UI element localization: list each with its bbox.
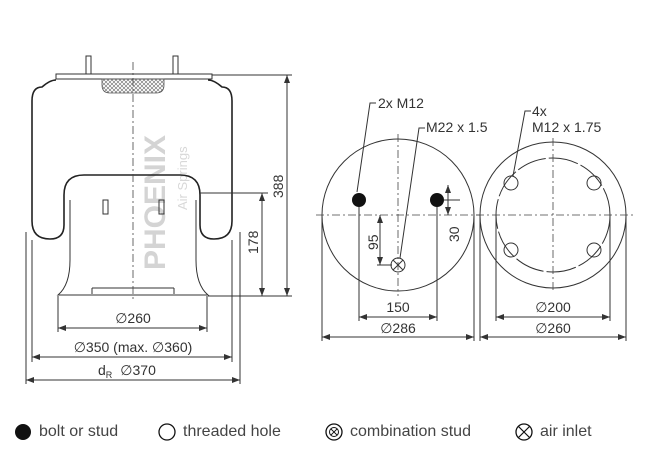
dia-350: ∅350 (max. ∅360) <box>74 339 193 355</box>
stud-icon <box>352 193 366 207</box>
inlet-label: M22 x 1.5 <box>426 119 488 135</box>
legend-item-air-inlet: air inlet <box>514 422 592 442</box>
dia-260-base: ∅260 <box>535 320 571 336</box>
technical-drawing: PHOENIX Air Springs 388 178 ∅260 ∅350 (m… <box>25 55 634 384</box>
dia-260-piston: ∅260 <box>115 310 151 326</box>
threaded-hole-icon <box>586 175 602 191</box>
legend-label: bolt or stud <box>39 423 119 440</box>
height-388: 388 <box>270 174 286 198</box>
crossed-circle-icon <box>325 423 343 441</box>
legend-label: combination stud <box>350 423 471 440</box>
svg-text:Air Springs: Air Springs <box>175 146 190 210</box>
threaded-hole-icon <box>503 242 519 258</box>
legend-item-combination-stud: combination stud <box>324 422 471 442</box>
side-view <box>31 55 233 300</box>
studs-label: 2x M12 <box>378 95 424 111</box>
piston-base-view: 4x M12 x 1.75 ∅200 ∅260 <box>476 103 634 341</box>
filled-circle-icon <box>15 424 31 440</box>
legend-item-threaded-hole: threaded hole <box>157 422 281 442</box>
svg-text:PHOENIX: PHOENIX <box>139 135 172 270</box>
bolt-circle-200: ∅200 <box>535 299 571 315</box>
offset-30: 30 <box>446 226 462 242</box>
stud-icon <box>430 193 444 207</box>
offset-95: 95 <box>365 234 381 250</box>
side-dimensions: 388 178 ∅260 ∅350 (max. ∅360) dR∅370 <box>25 74 292 384</box>
stud-spacing-150: 150 <box>386 299 410 315</box>
holes-thread: M12 x 1.75 <box>532 119 601 135</box>
holes-count: 4x <box>532 103 547 119</box>
legend-item-bolt: bolt or stud <box>13 422 118 442</box>
x-circle-icon <box>515 423 533 441</box>
threaded-hole-icon <box>503 175 519 191</box>
open-circle-icon <box>158 423 176 441</box>
top-plate-view: 2x M12 M22 x 1.5 95 30 150 ∅286 <box>316 95 488 341</box>
height-178: 178 <box>245 230 261 254</box>
legend: bolt or stud threaded hole combination s… <box>0 422 646 446</box>
legend-label: threaded hole <box>183 423 281 440</box>
threaded-hole-icon <box>586 242 602 258</box>
dia-r-370: dR∅370 <box>98 362 156 380</box>
dia-286: ∅286 <box>380 320 416 336</box>
legend-label: air inlet <box>540 423 592 440</box>
phoenix-watermark: PHOENIX Air Springs <box>139 135 190 270</box>
